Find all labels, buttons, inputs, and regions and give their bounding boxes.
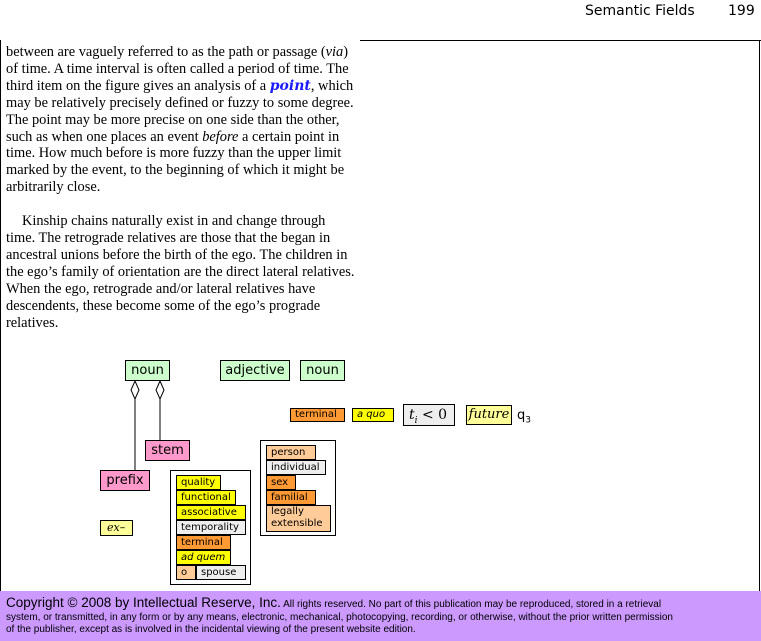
- temporality-item: temporality: [176, 520, 246, 535]
- footer-line-1: Copyright © 2008 by Intellectual Reserve…: [6, 595, 661, 610]
- p1-text-d: a certain point in time. How much before…: [6, 128, 345, 196]
- noun-stem-diamond: [155, 379, 165, 401]
- terminal-item: terminal: [176, 535, 231, 550]
- familial-item: familial: [266, 490, 316, 505]
- o-item: o: [176, 565, 196, 580]
- a-quo-tag: a quo: [352, 408, 394, 422]
- page-number: 199: [728, 3, 755, 19]
- paragraph-2: Kinship chains naturally exist in and ch…: [6, 213, 355, 331]
- footer-line-3: of the publisher, except as is involved …: [6, 624, 416, 635]
- legally-extensible-item: legally extensible: [266, 505, 331, 532]
- noun-box: noun: [125, 360, 170, 381]
- ti-rest: < 0: [417, 407, 448, 423]
- spouse-item: spouse: [196, 565, 246, 580]
- functional-item: functional: [176, 490, 236, 505]
- ti-less-than-zero: ti < 0: [403, 404, 455, 426]
- p1-via: via: [325, 44, 344, 60]
- ad-quem-item: ad quem: [176, 550, 231, 565]
- stem-box: stem: [145, 440, 190, 461]
- p1-text-b: ) of time. A time interval is often call…: [6, 44, 349, 94]
- p1-before: before: [202, 128, 239, 145]
- p1-text-c: , which may be relatively precisely defi…: [6, 77, 354, 145]
- noun-prefix-diamond: [130, 379, 140, 401]
- quality-item: quality: [176, 475, 221, 490]
- copyright-text: Copyright © 2008 by Intellectual Reserve…: [6, 595, 281, 610]
- frame-top-rule: [360, 40, 761, 41]
- ti-t: t: [409, 407, 415, 423]
- person-item: person: [266, 445, 316, 460]
- noun-box-right: noun: [300, 360, 345, 381]
- section-title: Semantic Fields: [585, 3, 695, 19]
- prefix-box: prefix: [100, 470, 150, 491]
- footer-line-1-rest: All rights reserved. No part of this pub…: [280, 599, 662, 610]
- terminal-tag: terminal: [290, 408, 345, 422]
- paragraph-1: between are vaguely referred to as the p…: [6, 44, 358, 196]
- future-tag: future: [466, 405, 512, 425]
- q3-label: q3: [517, 408, 531, 426]
- ti-sub: i: [414, 415, 418, 426]
- body-text: between are vaguely referred to as the p…: [6, 44, 358, 332]
- adjective-box: adjective: [220, 360, 290, 381]
- ex-tag: ex–: [100, 520, 133, 536]
- footer-line-2: system, or transmitted, in any form or b…: [6, 612, 673, 623]
- keyword-point: point: [269, 77, 311, 94]
- individual-item: individual: [266, 460, 326, 475]
- p1-text-a: between are vaguely referred to as the p…: [6, 44, 326, 60]
- q3-q: q: [517, 408, 526, 423]
- q3-sub: 3: [525, 415, 531, 426]
- sex-item: sex: [266, 475, 296, 490]
- associative-item: associative: [176, 505, 246, 520]
- page-frame: [0, 40, 760, 591]
- copyright-footer: Copyright © 2008 by Intellectual Reserve…: [0, 591, 761, 641]
